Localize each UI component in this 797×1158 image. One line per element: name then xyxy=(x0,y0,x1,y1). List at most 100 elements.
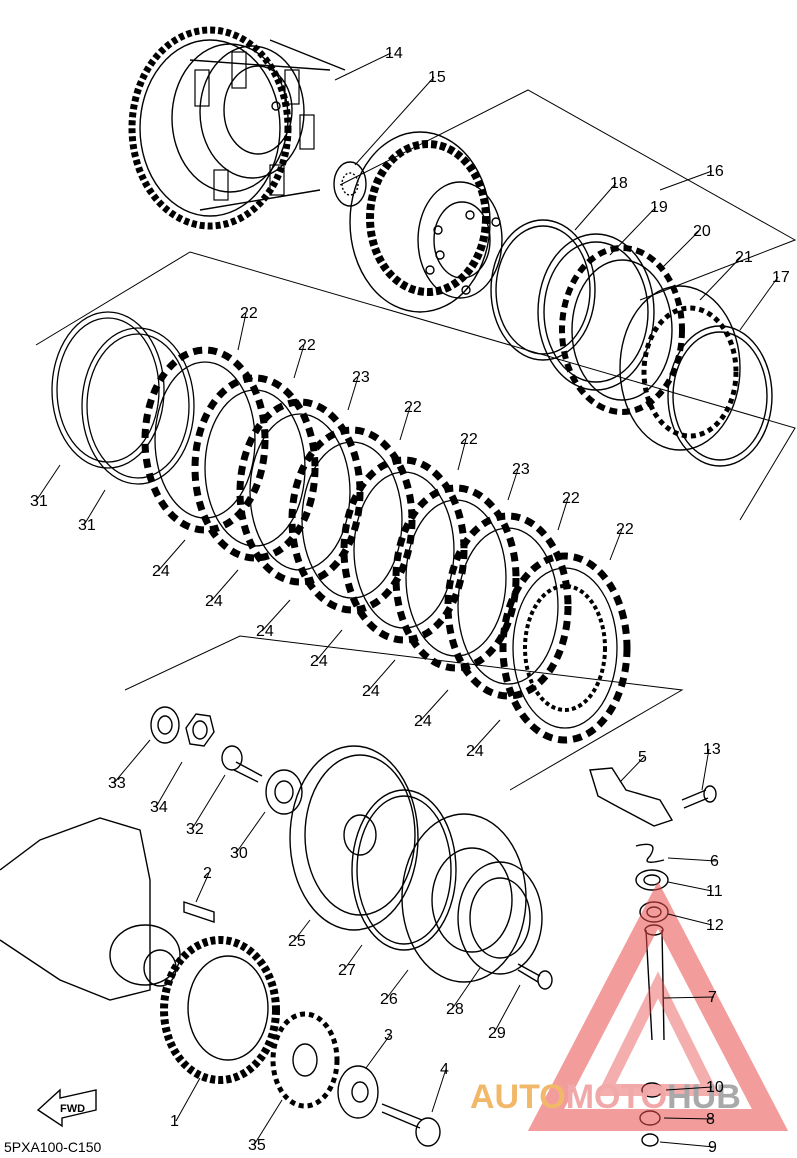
callout-leader-line xyxy=(659,170,713,191)
callout-leader-line xyxy=(619,756,645,783)
callout-label: 18 xyxy=(610,175,628,192)
figure-code: 5PXA100-C150 xyxy=(4,1139,102,1155)
watermark-auto: AUTO xyxy=(470,1078,566,1116)
callout-label: 34 xyxy=(150,799,168,816)
callout-leaders xyxy=(35,52,779,1148)
callout-label: 3 xyxy=(384,1027,393,1044)
watermark-triangle xyxy=(527,881,789,1131)
group-outlines xyxy=(35,89,797,791)
callout-leader-line xyxy=(347,376,359,411)
callout-leader-line xyxy=(451,967,481,1010)
callout-leader-line xyxy=(667,913,713,926)
callout-label: 1 xyxy=(170,1113,179,1130)
thrust-washer xyxy=(333,161,367,207)
callout-leader-line xyxy=(253,1099,283,1146)
callout-label: 31 xyxy=(78,517,96,534)
callout-label: 24 xyxy=(362,683,380,700)
callout-leader-line xyxy=(367,659,396,692)
callout-label: 24 xyxy=(205,593,223,610)
clutch-housing xyxy=(128,26,346,230)
callout-label: 22 xyxy=(616,521,634,538)
callout-label: 24 xyxy=(466,743,484,760)
callout-label: 27 xyxy=(338,962,356,979)
callout-leader-line xyxy=(155,761,183,808)
callout-label: 25 xyxy=(288,933,306,950)
callout-leader-line xyxy=(663,1117,713,1120)
svg-text:AUTOMOTOHUB: AUTOMOTOHUB xyxy=(470,1078,741,1116)
callout-label: 19 xyxy=(650,199,668,216)
callout-label: 32 xyxy=(186,821,204,838)
callout-label: 10 xyxy=(706,1079,724,1096)
callout-leader-line xyxy=(334,52,392,81)
callout-leader-line xyxy=(113,739,151,784)
callout-label: 22 xyxy=(404,399,422,416)
callout-label: 15 xyxy=(428,69,446,86)
callout-label: 12 xyxy=(706,917,724,934)
callout-leader-line xyxy=(457,438,467,471)
callout-label: 30 xyxy=(230,845,248,862)
callout-label: 26 xyxy=(380,991,398,1008)
forward-label: FWD xyxy=(60,1103,85,1115)
callout-label: 23 xyxy=(512,461,530,478)
callout-leader-line xyxy=(399,406,411,441)
callout-leader-line xyxy=(419,689,449,722)
callout-label: 24 xyxy=(310,653,328,670)
callout-label: 24 xyxy=(414,713,432,730)
callout-label: 17 xyxy=(772,269,790,286)
forward-arrow: FWD xyxy=(36,1088,97,1128)
callout-leader-line xyxy=(261,599,291,632)
callout-label: 16 xyxy=(706,163,724,180)
callout-leader-line xyxy=(609,206,657,256)
clutch-boss xyxy=(349,131,503,313)
callout-label: 24 xyxy=(256,623,274,640)
friction-plate-stack xyxy=(51,311,631,744)
callout-labels: 1415181619202117222223222223222231312424… xyxy=(30,45,790,1156)
callout-leader-line xyxy=(210,569,239,602)
callout-leader-line xyxy=(471,719,501,752)
callout-leader-line xyxy=(385,969,409,1000)
pressure-plate-group-outline xyxy=(339,89,797,301)
callout-leader-line xyxy=(157,539,186,572)
callout-label: 6 xyxy=(710,853,719,870)
lower-hardware xyxy=(0,706,717,1147)
callout-label: 24 xyxy=(152,563,170,580)
callout-label: 33 xyxy=(108,775,126,792)
callout-label: 35 xyxy=(248,1137,266,1154)
callout-label: 31 xyxy=(30,493,48,510)
callout-label: 13 xyxy=(703,741,721,758)
callout-leader-line xyxy=(609,528,623,561)
callout-leader-line xyxy=(507,468,519,501)
callout-leader-line xyxy=(659,1141,715,1148)
callout-leader-line xyxy=(237,312,247,351)
callout-leader-line xyxy=(701,748,710,791)
callout-leader-line xyxy=(557,497,569,531)
callout-label: 20 xyxy=(693,223,711,240)
callout-leader-line xyxy=(293,344,305,379)
callout-label: 22 xyxy=(240,305,258,322)
callout-label: 23 xyxy=(352,369,370,386)
callout-leader-line xyxy=(574,182,617,231)
callout-label: 11 xyxy=(706,883,723,900)
callout-label: 28 xyxy=(446,1001,464,1018)
callout-leader-line xyxy=(365,1034,391,1069)
callout-label: 2 xyxy=(203,865,212,882)
callout-leader-line xyxy=(83,489,106,526)
callout-label: 9 xyxy=(708,1139,717,1156)
callout-leader-line xyxy=(431,1068,447,1113)
callout-leader-line xyxy=(667,857,717,862)
callout-leader-line xyxy=(343,944,363,971)
callout-leader-line xyxy=(699,256,742,301)
callout-leader-line xyxy=(665,1086,713,1091)
callout-leader-line xyxy=(354,76,435,166)
callout-leader-line xyxy=(35,464,61,502)
callout-leader-line xyxy=(293,919,311,942)
callout-leader-line xyxy=(739,276,779,331)
boss-group-outline xyxy=(124,635,684,791)
callout-leader-line xyxy=(175,1077,201,1122)
callout-label: 14 xyxy=(385,45,403,62)
callout-leader-line xyxy=(315,629,343,662)
callout-leader-line xyxy=(235,811,266,854)
callout-label: 8 xyxy=(706,1111,715,1128)
callout-label: 22 xyxy=(298,337,316,354)
